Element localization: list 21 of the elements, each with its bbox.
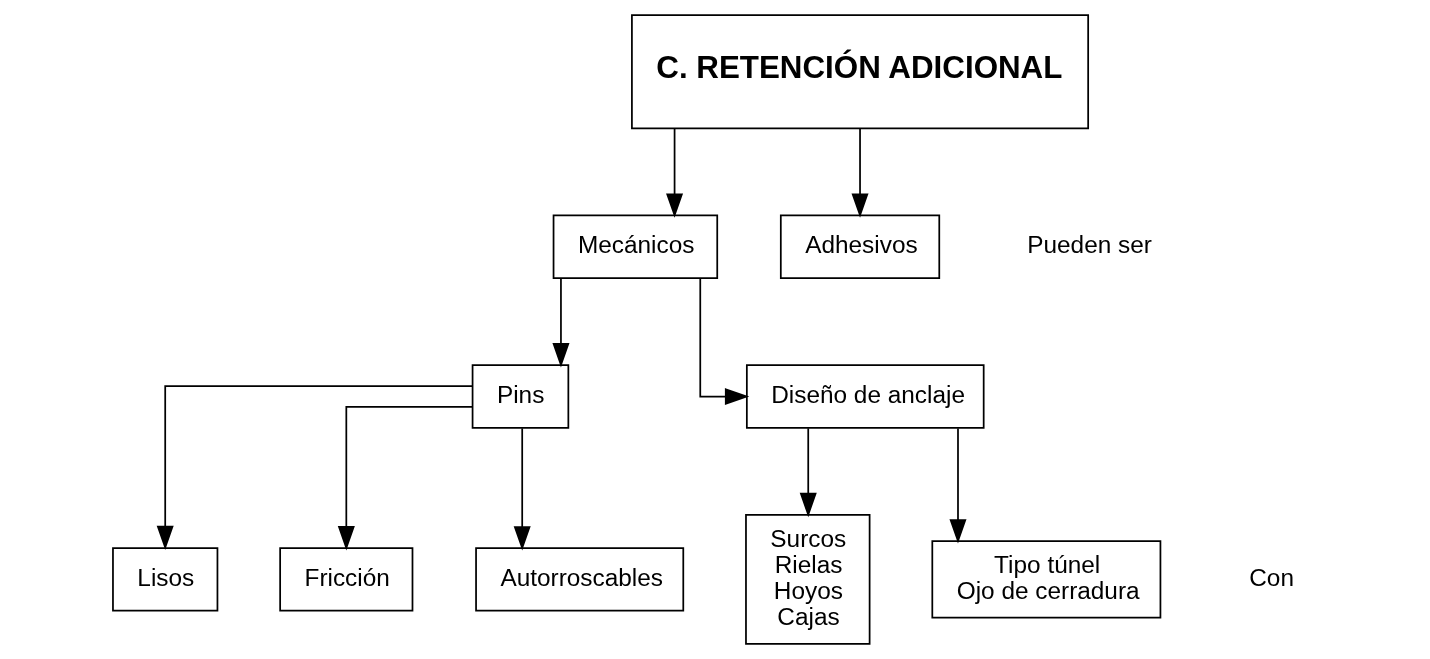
arrow [665, 127, 683, 218]
label: Con [1248, 563, 1294, 591]
node-box: Autorroscables [474, 547, 684, 612]
arrow [948, 427, 967, 544]
arrow [337, 406, 473, 551]
node-box: Fricción [278, 547, 413, 612]
node-box: Mecánicos [552, 214, 718, 279]
arrow [156, 385, 473, 551]
label: Pueden ser [1026, 231, 1152, 259]
node-box: Adhesivos [779, 214, 940, 279]
arrow [551, 277, 569, 368]
arrow [799, 427, 817, 518]
arrow [698, 277, 749, 406]
node-box: Diseño de anclaje [745, 364, 985, 429]
node-box: Surcos Rielas Hoyos Cajas [744, 514, 870, 645]
arrow [851, 127, 869, 218]
node-box: C. RETENCIÓN ADICIONAL [630, 14, 1089, 130]
node-box: Pins [471, 364, 569, 429]
node-box: Lisos [111, 547, 218, 612]
arrow [513, 427, 531, 551]
node-box: Tipo túnel Ojo de cerradura [930, 540, 1161, 619]
